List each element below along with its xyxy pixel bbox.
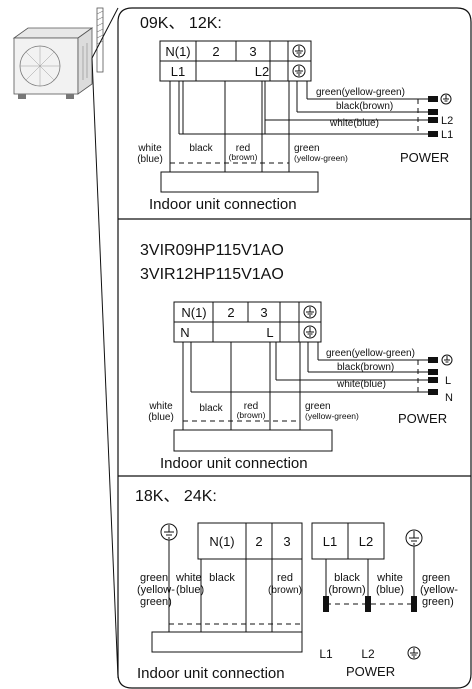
power-label: POWER [398, 411, 447, 426]
indoor-unit-label: Indoor unit connection [149, 196, 297, 213]
wire-label-black-power: black [334, 572, 360, 584]
ground-icon [292, 64, 306, 78]
wire-label-white-sub: (blue) [176, 584, 204, 596]
wire-label-red: red [277, 572, 293, 584]
section-18k-24k: 18K、 24K: N(1) 2 3 L1 L2 [135, 488, 458, 682]
indoor-unit-label: Indoor unit connection [137, 665, 285, 682]
terminal-2: 2 [212, 44, 219, 59]
power-label: POWER [346, 664, 395, 679]
power-wire-white: white(blue) [329, 118, 379, 129]
power-terminal-l2: L2 [361, 647, 375, 661]
wire-label-red-sub: (brown) [229, 152, 258, 162]
wire-label-red-sub: (brown) [237, 410, 266, 420]
ground-icon [405, 529, 423, 547]
terminal-l1: L1 [171, 64, 185, 79]
power-wire-black: black(brown) [337, 362, 394, 373]
terminal-l2: L2 [255, 64, 269, 79]
terminal-3: 3 [249, 44, 256, 59]
wire-label-white-sub: (blue) [148, 412, 174, 423]
ground-icon [407, 646, 421, 660]
wire-label-green-left-3: green) [140, 596, 172, 608]
ground-icon [303, 325, 317, 339]
power-wire-black: black(brown) [336, 101, 393, 112]
outdoor-unit-illustration [12, 7, 119, 679]
power-wire-green: green(yellow-green) [316, 87, 405, 98]
wire-label-white-sub: (blue) [137, 154, 163, 165]
wire-label-red-sub: (brown) [268, 585, 302, 596]
terminal-n1: N(1) [181, 305, 206, 320]
terminal-2: 2 [255, 534, 262, 549]
terminal-n1: N(1) [209, 534, 234, 549]
power-terminal-n: N [445, 392, 453, 404]
model-number-1: 3VIR09HP115V1AO [140, 242, 284, 259]
terminal-3: 3 [283, 534, 290, 549]
power-wire-white: white(blue) [336, 379, 386, 390]
wire-label-green-sub: (yellow-green) [294, 153, 348, 163]
terminal-l: L [266, 325, 273, 340]
wire-label-green-right-2: (yellow- [420, 584, 458, 596]
wire-label-black: black [209, 572, 235, 584]
terminal-l2: L2 [359, 534, 373, 549]
terminal-l1: L1 [323, 534, 337, 549]
wire-label-green: green [305, 401, 331, 412]
wire-label-red: red [244, 401, 258, 412]
terminal-n: N [180, 325, 189, 340]
section3-heading: 18K、 24K: [135, 488, 217, 505]
model-number-2: 3VIR12HP115V1AO [140, 266, 284, 283]
wire-label-green: green [294, 143, 320, 154]
section1-heading: 09K、 12K: [140, 15, 222, 32]
terminal-2: 2 [227, 305, 234, 320]
ground-icon [441, 354, 453, 366]
power-wire-green: green(yellow-green) [326, 348, 415, 359]
terminal-3: 3 [260, 305, 267, 320]
power-terminal-l1: L1 [441, 129, 453, 141]
wire-label-red: red [236, 143, 250, 154]
wire-label-white: white [148, 401, 173, 412]
wire-label-white: white [137, 143, 162, 154]
wire-label-white-power-sub: (blue) [376, 584, 404, 596]
ground-icon [292, 44, 306, 58]
section-09k-12k: 09K、 12K: N(1) 2 3 L1 L2 [137, 15, 453, 213]
wire-label-green-left-2: (yellow- [137, 584, 175, 596]
power-terminal-l1: L1 [319, 647, 333, 661]
wire-label-green-sub: (yellow-green) [305, 411, 359, 421]
ground-icon [303, 305, 317, 319]
wire-label-green-right-3: green) [422, 596, 454, 608]
power-terminal-l: L [445, 375, 451, 387]
wire-label-white: white [175, 572, 202, 584]
terminal-n1: N(1) [165, 44, 190, 59]
wire-label-green-left-1: green [140, 572, 168, 584]
wire-label-black: black [199, 403, 223, 414]
power-terminal-l2: L2 [441, 115, 453, 127]
diagram-frame [117, 7, 472, 689]
ground-icon [160, 523, 178, 541]
wire-label-black-power-sub: (brown) [328, 584, 365, 596]
ground-icon [440, 93, 452, 105]
wire-label-black: black [189, 143, 213, 154]
power-label: POWER [400, 150, 449, 165]
section-3vir-models: 3VIR09HP115V1AO 3VIR12HP115V1AO N(1) 2 3… [140, 242, 453, 472]
wire-label-green-right-1: green [422, 572, 450, 584]
indoor-unit-label: Indoor unit connection [160, 455, 308, 472]
wire-label-white-power: white [376, 572, 403, 584]
